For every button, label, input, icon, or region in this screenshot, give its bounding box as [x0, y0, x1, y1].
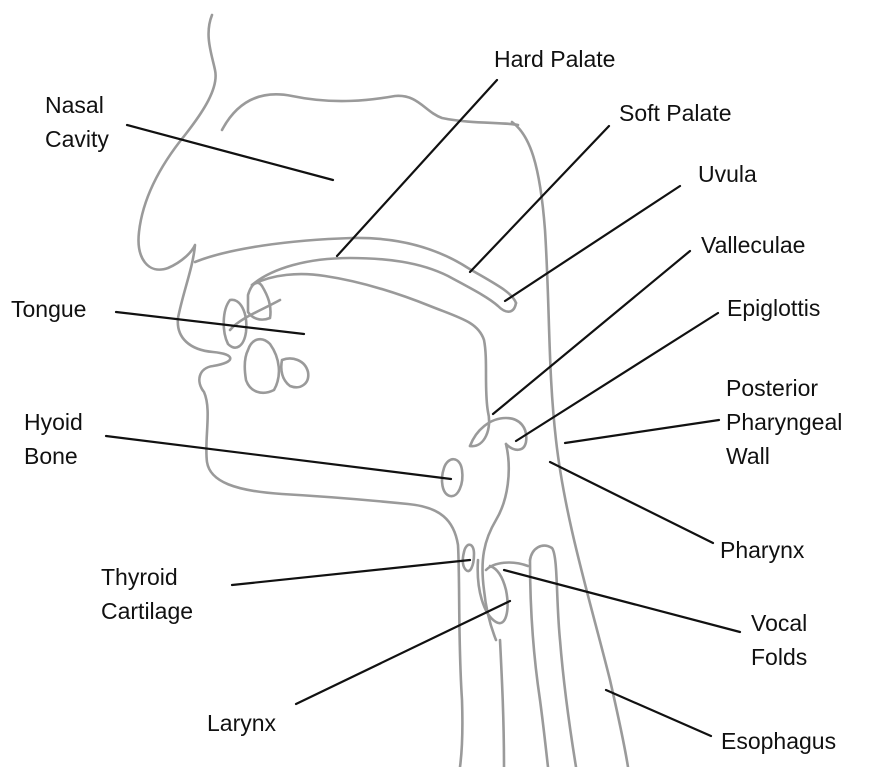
label-larynx: Larynx	[207, 706, 276, 740]
label-thyroid-cartilage: Thyroid Cartilage	[101, 560, 193, 628]
label-line: Vocal	[751, 606, 807, 640]
label-posterior-pharyngeal-wall: Posterior Pharyngeal Wall	[726, 371, 842, 473]
label-hyoid-bone: Hyoid Bone	[24, 405, 83, 473]
label-vocal-folds: Vocal Folds	[751, 606, 807, 674]
label-line: Uvula	[698, 157, 757, 191]
leader-posterior-pharyngeal-wall	[565, 420, 719, 443]
label-hard-palate: Hard Palate	[494, 42, 615, 76]
leader-hyoid-bone	[106, 436, 451, 479]
label-epiglottis: Epiglottis	[727, 291, 820, 325]
label-line: Thyroid	[101, 560, 193, 594]
leader-soft-palate	[470, 126, 609, 272]
leader-esophagus	[606, 690, 711, 736]
label-line: Valleculae	[701, 228, 805, 262]
label-nasal-cavity: Nasal Cavity	[45, 88, 109, 156]
label-line: Hyoid	[24, 405, 83, 439]
label-uvula: Uvula	[698, 157, 757, 191]
label-line: Folds	[751, 640, 807, 674]
label-line: Wall	[726, 439, 842, 473]
label-line: Larynx	[207, 706, 276, 740]
label-line: Pharynx	[720, 533, 804, 567]
leader-valleculae	[493, 251, 690, 414]
label-line: Posterior	[726, 371, 842, 405]
label-line: Cavity	[45, 122, 109, 156]
label-pharynx: Pharynx	[720, 533, 804, 567]
label-line: Epiglottis	[727, 291, 820, 325]
leader-tongue	[116, 312, 304, 334]
leader-thyroid-cartilage	[232, 560, 470, 585]
leader-hard-palate	[337, 80, 497, 256]
label-line: Pharyngeal	[726, 405, 842, 439]
label-esophagus: Esophagus	[721, 724, 836, 758]
label-line: Esophagus	[721, 724, 836, 758]
label-line: Hard Palate	[494, 42, 615, 76]
leader-larynx	[296, 601, 510, 704]
leader-vocal-folds	[504, 570, 740, 632]
leader-uvula	[505, 186, 680, 301]
label-valleculae: Valleculae	[701, 228, 805, 262]
label-line: Cartilage	[101, 594, 193, 628]
label-tongue: Tongue	[11, 292, 86, 326]
label-line: Tongue	[11, 292, 86, 326]
leader-epiglottis	[516, 313, 718, 441]
label-line: Soft Palate	[619, 96, 732, 130]
label-line: Nasal	[45, 88, 109, 122]
leader-pharynx	[550, 462, 713, 543]
label-soft-palate: Soft Palate	[619, 96, 732, 130]
leader-nasal-cavity	[127, 125, 333, 180]
label-line: Bone	[24, 439, 83, 473]
